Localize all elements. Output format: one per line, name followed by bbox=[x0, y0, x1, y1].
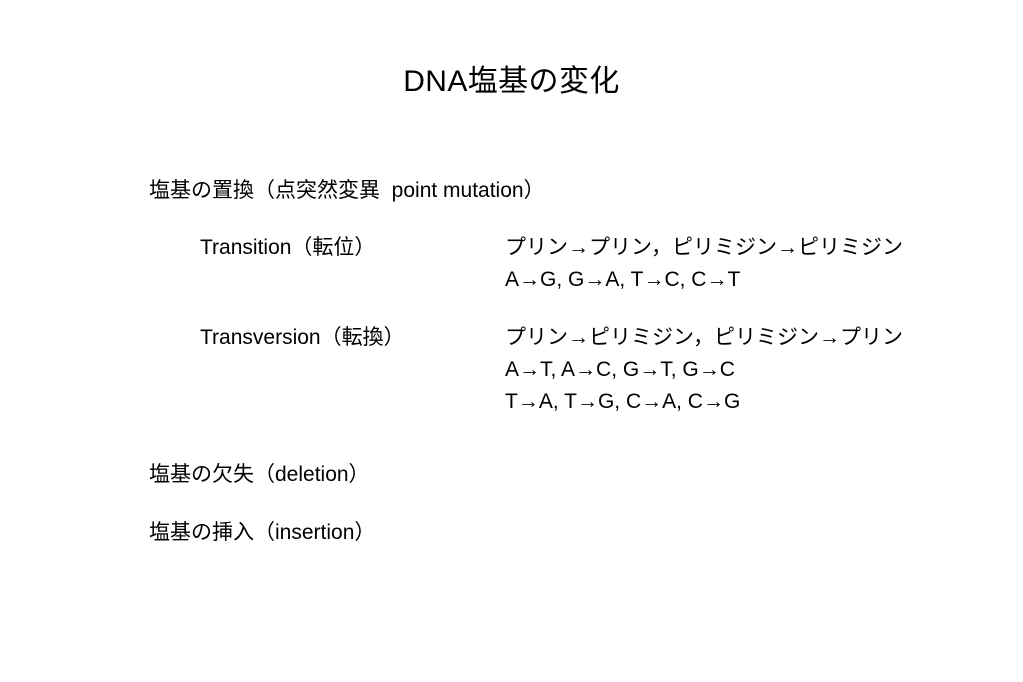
transition-label: Transition（転位） bbox=[200, 236, 376, 259]
transversion-line-1: プリン→ピリミジン，ピリミジン→プリン bbox=[505, 326, 903, 349]
deletion-heading: 塩基の欠失（deletion） bbox=[149, 463, 370, 486]
transition-line-2: A→G, G→A, T→C, C→T bbox=[505, 268, 741, 291]
mutation-row-transversion: Transversion（転換） プリン→ピリミジン，ピリミジン→プリン A→T… bbox=[149, 322, 1009, 418]
page-title: DNA塩基の変化 bbox=[403, 65, 620, 98]
slide-body: 塩基の置換（点突然変異 point mutation） Transition（転… bbox=[149, 176, 1009, 548]
insertion-heading: 塩基の挿入（insertion） bbox=[149, 521, 376, 544]
transversion-values: プリン→ピリミジン，ピリミジン→プリン A→T, A→C, G→T, G→C T… bbox=[505, 322, 1009, 418]
transition-values: プリン→プリン，ピリミジン→ピリミジン A→G, G→A, T→C, C→T bbox=[505, 232, 1009, 296]
transversion-line-3: T→A, T→G, C→A, C→G bbox=[505, 390, 741, 413]
transversion-label: Transversion（転換） bbox=[200, 326, 405, 349]
transition-line-1: プリン→プリン，ピリミジン→ピリミジン bbox=[505, 236, 903, 259]
mutation-row-transition: Transition（転位） プリン→プリン，ピリミジン→ピリミジン A→G, … bbox=[149, 232, 1009, 296]
transversion-line-2: A→T, A→C, G→T, G→C bbox=[505, 358, 735, 381]
substitution-heading: 塩基の置換（点突然変異 point mutation） bbox=[149, 179, 545, 202]
